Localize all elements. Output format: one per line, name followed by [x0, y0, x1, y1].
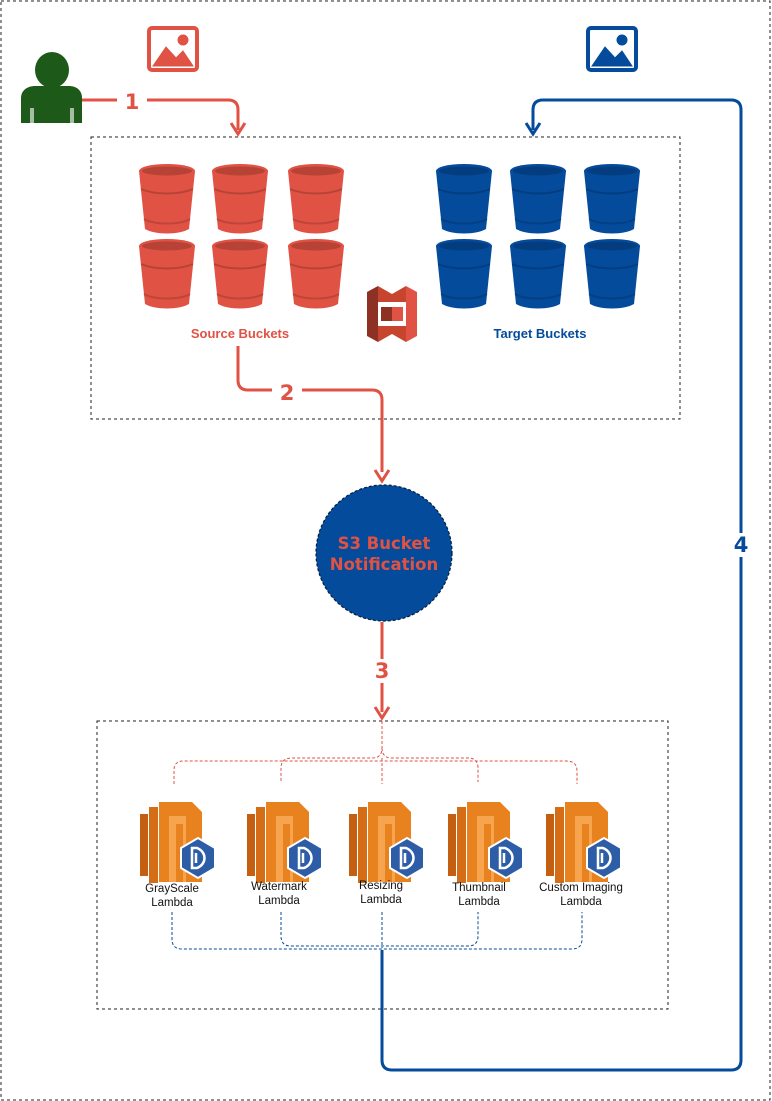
arrow-step-4: [380, 98, 743, 1072]
target-image-icon: [586, 26, 638, 72]
arrow-head-2: [373, 469, 391, 484]
lambda-label-custom-imaging: Custom Imaging Lambda: [526, 881, 636, 909]
notification-line-2: Notification: [329, 555, 439, 574]
aws-s3-icon: [367, 286, 417, 342]
s3-notification-circle: [315, 484, 453, 622]
target-bucket: [583, 238, 641, 310]
target-bucket: [509, 238, 567, 310]
lambda-group-box: [96, 720, 669, 1010]
lambda-icons: [138, 800, 623, 885]
lambda-suffix: Lambda: [560, 896, 602, 908]
source-bucket: [287, 238, 345, 310]
lambda-name: Custom Imaging: [539, 882, 623, 894]
aws-lambda-icon: [446, 800, 525, 885]
lambda-suffix: Lambda: [360, 894, 402, 906]
lambda-label-thumbnail: Thumbnail Lambda: [424, 881, 534, 909]
step-4-label: 4: [726, 533, 756, 557]
target-buckets: [435, 163, 641, 310]
lambda-name: Thumbnail: [452, 882, 506, 894]
source-image-icon: [147, 26, 199, 72]
arrow-step-2: [236, 346, 384, 472]
source-bucket: [287, 163, 345, 235]
source-buckets-label: Source Buckets: [190, 326, 290, 341]
lambda-label-grayscale: GrayScale Lambda: [117, 882, 227, 910]
user-icon: [21, 52, 82, 123]
aws-lambda-icon: [347, 800, 426, 885]
lambda-name: Watermark: [251, 881, 307, 893]
step-3-label: 3: [367, 659, 397, 683]
storage-group-box: [90, 136, 681, 420]
source-bucket: [211, 163, 269, 235]
source-bucket: [138, 163, 196, 235]
step-1-label: 1: [117, 90, 147, 114]
lambda-suffix: Lambda: [151, 897, 193, 909]
arrow-head-3: [373, 706, 391, 721]
step-2-label: 2: [272, 381, 302, 405]
arrow-head-4: [524, 122, 542, 137]
arrow-step-1: [82, 98, 240, 130]
aws-lambda-icon: [544, 800, 623, 885]
lambda-suffix: Lambda: [258, 895, 300, 907]
fan-out-connectors: [173, 721, 578, 784]
lambda-label-resizing: Resizing Lambda: [326, 879, 436, 907]
notification-line-1: S3 Bucket: [337, 534, 431, 553]
source-bucket: [211, 238, 269, 310]
lambda-label-watermark: Watermark Lambda: [224, 880, 334, 908]
s3-bucket-notification: S3 Bucket Notification: [316, 486, 452, 622]
target-bucket: [509, 163, 567, 235]
source-bucket: [138, 238, 196, 310]
lambda-name: GrayScale: [145, 883, 199, 895]
target-buckets-label: Target Buckets: [493, 326, 587, 341]
lambda-suffix: Lambda: [458, 896, 500, 908]
aws-lambda-icon: [138, 800, 217, 885]
target-bucket: [435, 238, 493, 310]
aws-lambda-icon: [245, 800, 324, 885]
source-buckets: [138, 163, 345, 310]
target-bucket: [583, 163, 641, 235]
lambda-name: Resizing: [358, 880, 404, 892]
fan-in-connectors: [171, 912, 583, 950]
target-bucket: [435, 163, 493, 235]
arrow-head-1: [229, 122, 247, 137]
